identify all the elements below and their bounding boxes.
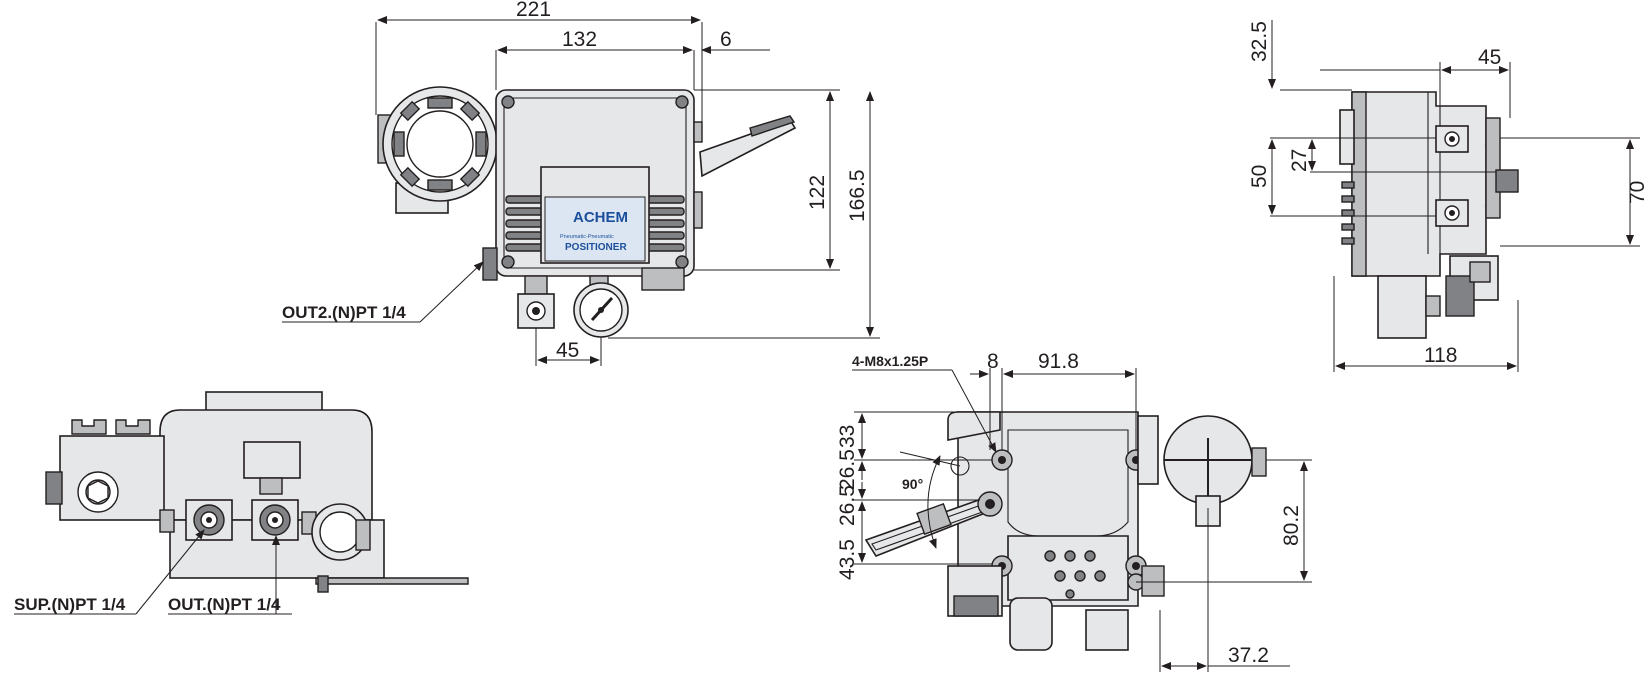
- dim-front-height-inner: 122: [806, 175, 829, 210]
- label-sup-port: SUP.(N)PT 1/4: [14, 595, 126, 614]
- nameplate: ACHEM Pneumatic-Pneumatic POSITIONER: [540, 166, 650, 264]
- dim-front-body: 132: [562, 28, 597, 51]
- dim-front-height-total: 166.5: [846, 169, 869, 222]
- dim-rear-hole-offset: 8: [987, 350, 999, 373]
- bottom-components: [482, 247, 685, 338]
- label-out-port: OUT.(N)PT 1/4: [168, 595, 281, 614]
- dim-front-gauge: 45: [556, 339, 579, 362]
- dim-side-depth-top: 45: [1478, 46, 1501, 69]
- main-body: ACHEM Pneumatic-Pneumatic POSITIONER: [495, 89, 703, 277]
- dim-rear-v4: 43.5: [836, 539, 859, 580]
- label-out2-port: OUT2.(N)PT 1/4: [282, 303, 406, 322]
- dim-side-width: 118: [1424, 344, 1457, 367]
- front-view: ACHEM Pneumatic-Pneumatic POSITIONER: [282, 0, 880, 366]
- dim-side-height: 70: [1626, 181, 1648, 204]
- dim-rear-bottom: 37.2: [1228, 644, 1269, 667]
- rear-view: 90° 33 26.5 26.5 43.5 91.8 8 4-M8x1.25P: [836, 350, 1312, 672]
- front-dimensions: 221 132 6 122 166.5 45 OUT2.(N)PT 1/4: [282, 0, 880, 366]
- rear-lever: [864, 451, 1003, 557]
- dim-rear-v1: 33: [836, 425, 859, 448]
- dim-front-offset: 6: [720, 28, 732, 51]
- nameplate-subtitle: Pneumatic-Pneumatic: [560, 234, 614, 240]
- dim-rear-angle: 90°: [902, 476, 923, 492]
- nameplate-product: POSITIONER: [565, 242, 627, 253]
- terminal-housing: [377, 86, 498, 214]
- dim-rear-height: 80.2: [1280, 505, 1303, 546]
- brand-logo: ACHEM: [573, 209, 628, 226]
- dim-side-port-pitch: 27: [1288, 149, 1311, 172]
- dim-side-top: 32.5: [1248, 21, 1271, 62]
- dim-side-port-offset: 50: [1248, 165, 1271, 188]
- feedback-lever: [699, 115, 797, 178]
- label-mount-thread: 4-M8x1.25P: [852, 353, 928, 369]
- side-view: 32.5 50 27 45 70 118: [1248, 20, 1648, 372]
- bottom-view: SUP.(N)PT 1/4 OUT.(N)PT 1/4: [14, 391, 469, 615]
- dim-rear-hole-pitch: 91.8: [1038, 350, 1079, 373]
- dim-front-width: 221: [516, 0, 551, 21]
- dim-rear-v2: 26.5: [836, 449, 859, 490]
- dim-rear-v3: 26.5: [836, 485, 859, 526]
